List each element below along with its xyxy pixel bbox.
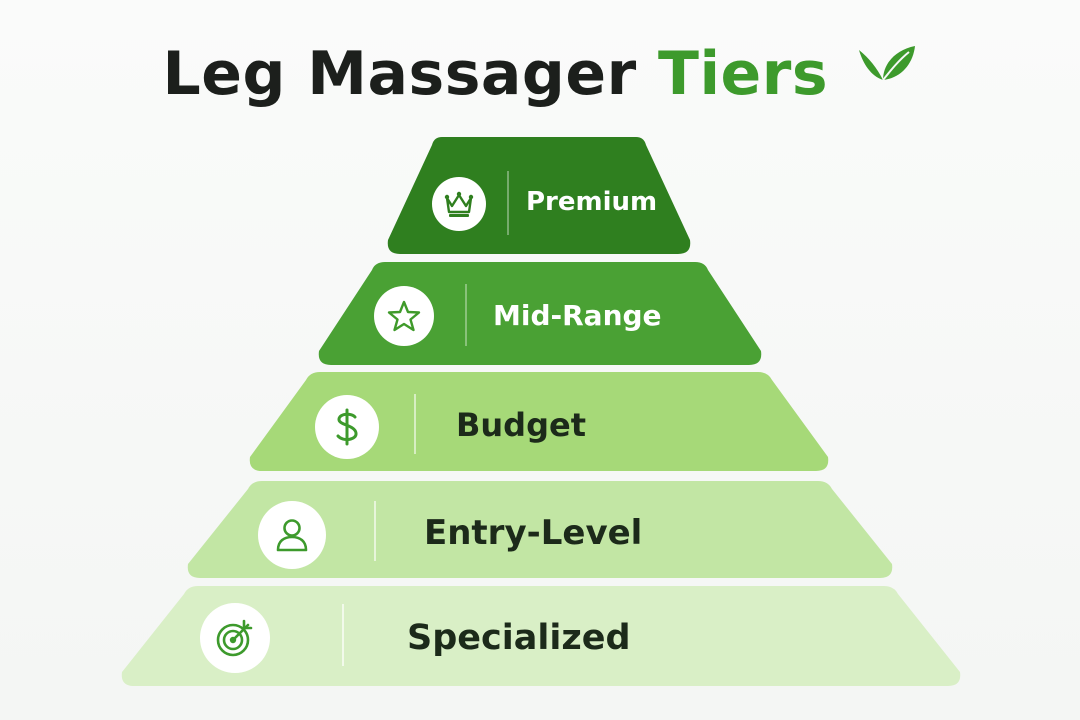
target-icon [200, 603, 270, 673]
crown-icon [432, 177, 486, 231]
tier-mid-range: Mid-Range [317, 262, 763, 365]
star-icon [374, 286, 434, 346]
tier-premium: Premium [386, 137, 692, 254]
dollar-icon [315, 395, 379, 459]
user-icon [258, 501, 326, 569]
title-main-text: Leg Massager [162, 39, 637, 109]
tier-entry-level-label: Entry-Level [424, 513, 643, 553]
tier-budget-divider [414, 394, 416, 454]
tier-specialized-label: Specialized [407, 618, 631, 658]
tier-budget: Budget [248, 372, 830, 471]
tier-premium-divider [507, 171, 509, 235]
tier-specialized-divider [342, 604, 344, 666]
tier-budget-shape [249, 372, 829, 471]
tier-premium-label: Premium [526, 187, 658, 217]
tier-entry-level-divider [374, 501, 376, 561]
tier-specialized: Specialized [120, 586, 962, 686]
page-title: Leg Massager Tiers [0, 38, 1080, 110]
tier-mid-range-label: Mid-Range [493, 299, 662, 332]
tier-mid-range-shape [318, 262, 762, 365]
tier-mid-range-divider [465, 284, 467, 346]
tier-entry-level: Entry-Level [186, 481, 894, 578]
title-accent-text: Tiers [658, 39, 829, 109]
tier-entry-level-shape [187, 481, 893, 578]
leaf-icon [859, 46, 916, 81]
tier-budget-label: Budget [456, 406, 586, 444]
tier-specialized-shape [121, 586, 961, 686]
